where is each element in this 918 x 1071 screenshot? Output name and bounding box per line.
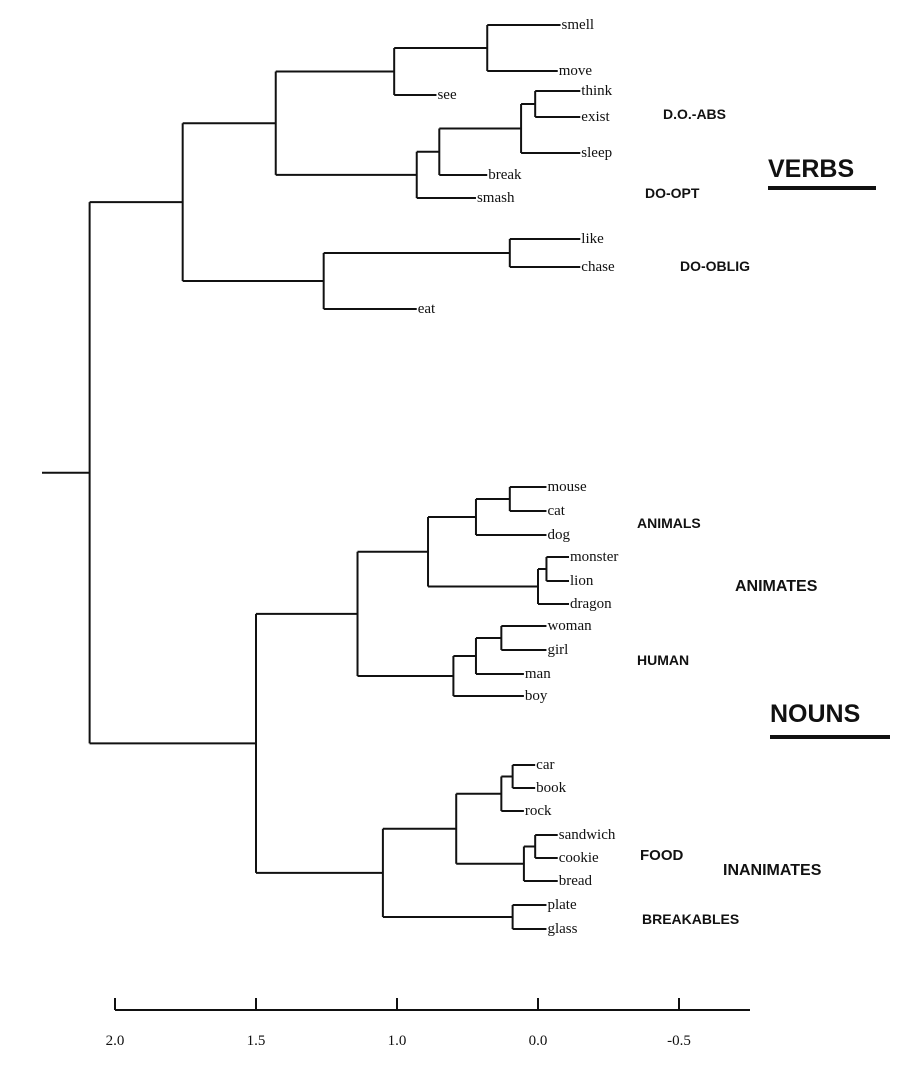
leaf-label-cookie: cookie — [559, 850, 599, 866]
group-label-do-opt: DO-OPT — [645, 185, 700, 201]
axis-tick-label: 0.0 — [529, 1033, 548, 1049]
leaf-label-dog: dog — [547, 527, 570, 543]
leaf-label-exist: exist — [581, 109, 610, 125]
group-label-breakables: BREAKABLES — [642, 911, 739, 927]
axis-tick-label: 2.0 — [106, 1033, 125, 1049]
leaf-label-plate: plate — [547, 897, 576, 913]
leaf-label-woman: woman — [547, 618, 592, 634]
leaf-label-chase: chase — [581, 259, 615, 275]
group-label-do-oblig: DO-OBLIG — [680, 258, 750, 274]
leaf-label-see: see — [437, 87, 456, 103]
group-label-food: FOOD — [640, 847, 683, 864]
leaf-label-sleep: sleep — [581, 145, 612, 161]
leaf-label-dragon: dragon — [570, 596, 612, 612]
leaf-label-like: like — [581, 231, 604, 247]
tree: smell move see think exist sleep break smash lik… — [42, 17, 618, 937]
axis-tick-label: 1.5 — [247, 1033, 266, 1049]
group-label-animates: ANIMATES — [735, 578, 818, 595]
leaf-label-bread: bread — [559, 873, 593, 889]
leaf-label-car: car — [536, 757, 554, 773]
leaf-label-man: man — [525, 666, 551, 682]
leaf-label-lion: lion — [570, 573, 594, 589]
group-label-nouns: NOUNS — [770, 700, 860, 728]
leaf-label-think: think — [581, 83, 612, 99]
axis-tick-label: -0.5 — [667, 1033, 691, 1049]
leaf-label-smash: smash — [477, 190, 515, 206]
group-label-verbs: VERBS — [768, 155, 854, 183]
group-label-human: HUMAN — [637, 652, 689, 668]
leaf-label-book: book — [536, 780, 567, 796]
group-label-do-abs: D.O.-ABS — [663, 106, 726, 122]
leaf-label-monster: monster — [570, 549, 618, 565]
leaf-label-boy: boy — [525, 688, 548, 704]
leaf-label-mouse: mouse — [547, 479, 587, 495]
x-axis: 2.0 1.5 1.0 0.0 -0.5 — [106, 998, 750, 1049]
leaf-label-eat: eat — [418, 301, 436, 317]
leaf-label-rock: rock — [525, 803, 552, 819]
leaf-label-cat: cat — [547, 503, 565, 519]
group-label-animals: ANIMALS — [637, 515, 701, 531]
leaf-label-break: break — [488, 167, 522, 183]
leaf-label-smell: smell — [562, 17, 595, 33]
leaf-label-girl: girl — [547, 642, 568, 658]
leaf-label-move: move — [559, 63, 593, 79]
group-label-inanimates: INANIMATES — [723, 862, 822, 879]
leaf-label-glass: glass — [547, 921, 577, 937]
leaf-label-sandwich: sandwich — [559, 827, 616, 843]
axis-tick-label: 1.0 — [388, 1033, 407, 1049]
